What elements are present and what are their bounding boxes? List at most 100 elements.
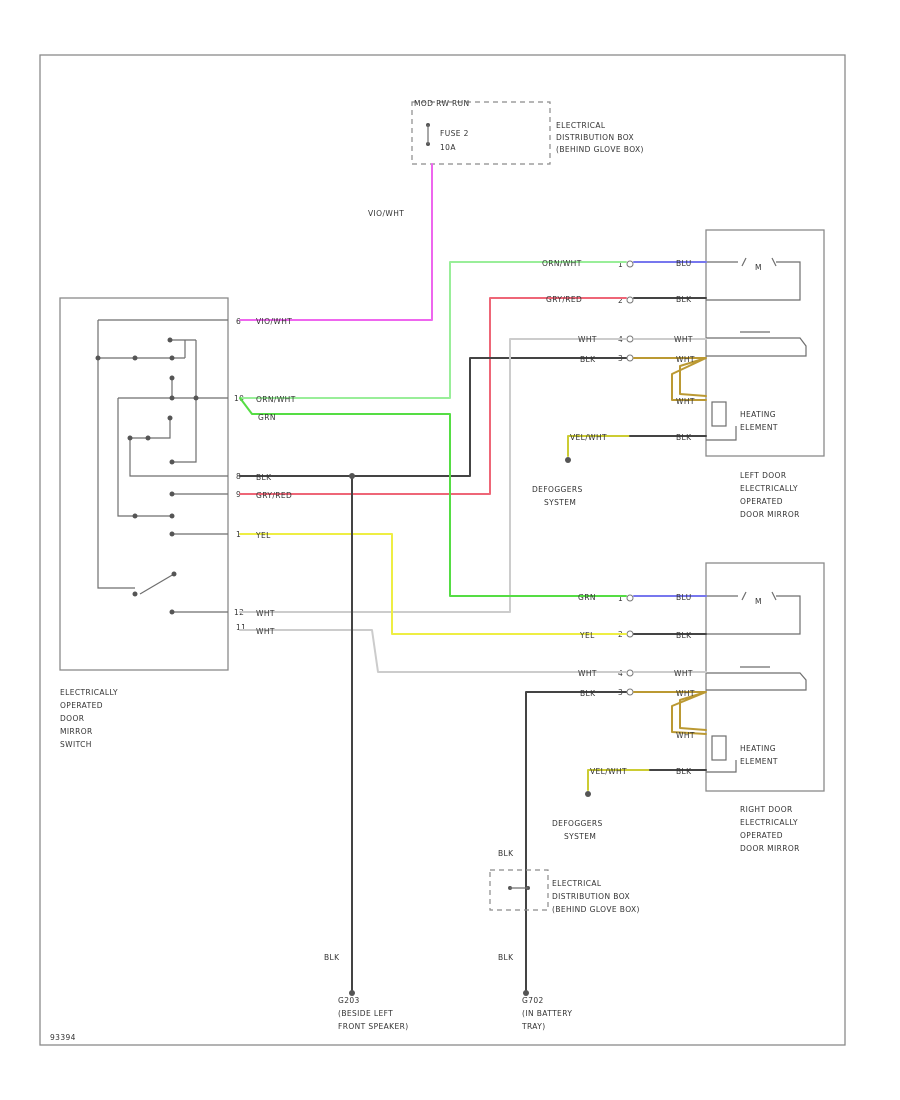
wire-wht-left [239, 338, 627, 613]
switch-label-4: MIRROR [60, 727, 93, 736]
wire-vio-wht [239, 163, 433, 321]
splice-dot [349, 473, 355, 479]
switch-pin: 9 [236, 490, 241, 499]
switch-label-3: DOOR [60, 714, 84, 723]
wire-label: BLK [256, 473, 272, 482]
dist-box-2-label-2: DISTRIBUTION BOX [552, 892, 630, 901]
wire-label: BLK [676, 767, 692, 776]
wire-label: WHT [674, 669, 693, 678]
wire-wht-right [239, 629, 627, 673]
wire-label: BLK [676, 295, 692, 304]
wires [239, 163, 707, 991]
right-mirror-label-2: ELECTRICALLY [740, 818, 798, 827]
left-heating-1: HEATING [740, 410, 776, 419]
wire-tan-right [633, 691, 707, 735]
wire-label: WHT [676, 689, 695, 698]
wire-label: GRN [578, 593, 596, 602]
ground-right-label-3: TRAY) [521, 1022, 546, 1031]
wire-label: VEL/WHT [570, 433, 607, 442]
figure-id: 93394 [50, 1033, 76, 1042]
wire-label: WHT [256, 609, 275, 618]
ground-dot-left [349, 990, 355, 996]
wire-vel-wht-left [567, 435, 631, 457]
defogger-dot-left [565, 457, 571, 463]
defogger-label-left-2: SYSTEM [544, 498, 576, 507]
wire-label: VEL/WHT [590, 767, 627, 776]
fuse-box-desc-3: (BEHIND GLOVE BOX) [556, 145, 644, 154]
wire-label: ORN/WHT [542, 259, 582, 268]
dist-box-2-label-1: ELECTRICAL [552, 879, 602, 888]
wire-label: VIO/WHT [256, 317, 292, 326]
left-mirror-label-2: ELECTRICALLY [740, 484, 798, 493]
wire-orn-wht [239, 261, 627, 399]
dist-box-2-label-3: (BEHIND GLOVE BOX) [552, 905, 640, 914]
left-mirror-pin: 2 [618, 296, 623, 305]
left-mirror-pin: 1 [618, 260, 623, 269]
switch-pin: 1 [236, 530, 241, 539]
defogger-label-right-2: SYSTEM [564, 832, 596, 841]
ground-dot-right [523, 990, 529, 996]
wire-label: GRY/RED [256, 491, 292, 500]
wire-label: WHT [256, 627, 275, 636]
wire-label: BLK [580, 355, 596, 364]
wire-label: VIO/WHT [368, 209, 404, 218]
wire-label: BLK [676, 433, 692, 442]
right-door-mirror: 1 2 4 3 M HEATING ELEMENT RIGHT DOOR ELE… [618, 562, 825, 853]
wire-label: YEL [579, 631, 595, 640]
wire-label: BLK [498, 953, 514, 962]
switch-pin: 11 [236, 623, 246, 632]
right-heating-1: HEATING [740, 744, 776, 753]
wire-label: ORN/WHT [256, 395, 296, 404]
left-heating-2: ELEMENT [740, 423, 778, 432]
fuse-box-desc-2: DISTRIBUTION BOX [556, 133, 634, 142]
left-mirror-label-4: DOOR MIRROR [740, 510, 800, 519]
motor-symbol: M [755, 263, 762, 272]
ground-right-label-2: (IN BATTERY [522, 1009, 572, 1018]
wire-label: BLK [580, 689, 596, 698]
wire-yel [239, 533, 627, 635]
wire-labels: VIO/WHT VIO/WHT ORN/WHT GRN BLK GRY/RED … [255, 209, 695, 962]
wire-label: WHT [676, 731, 695, 740]
wire-label: BLK [324, 953, 340, 962]
wire-blk-g702 [525, 691, 627, 991]
wire-label: GRY/RED [546, 295, 582, 304]
fuse-box: MOD RW RUN FUSE 2 10A ELECTRICAL DISTRIB… [411, 99, 644, 165]
wire-label: WHT [578, 335, 597, 344]
right-mirror-pin: 1 [618, 594, 623, 603]
ground-left-label-3: FRONT SPEAKER) [338, 1022, 409, 1031]
fuse-label: FUSE 2 [440, 129, 469, 138]
wire-label: WHT [674, 335, 693, 344]
right-mirror-label-4: DOOR MIRROR [740, 844, 800, 853]
switch-pin: 10 [234, 394, 244, 403]
wire-label: WHT [578, 669, 597, 678]
wire-label: YEL [255, 531, 271, 540]
mirror-switch: 6 10 8 9 1 12 11 ELECTRICALLY OPERATED D… [59, 297, 246, 749]
wire-label: GRN [258, 413, 276, 422]
switch-label-1: ELECTRICALLY [60, 688, 118, 697]
fuse-box-desc-1: ELECTRICAL [556, 121, 606, 130]
defogger-label-left-1: DEFOGGERS [532, 485, 583, 494]
left-mirror-label-1: LEFT DOOR [740, 471, 786, 480]
right-heating-2: ELEMENT [740, 757, 778, 766]
motor-symbol: M [755, 597, 762, 606]
wire-tan-left [633, 357, 707, 401]
defogger-dot-right [585, 791, 591, 797]
distribution-box-bottom: ELECTRICAL DISTRIBUTION BOX (BEHIND GLOV… [489, 869, 640, 914]
wire-label: WHT [676, 397, 695, 406]
fuse-box-hot-label: MOD RW RUN [414, 99, 470, 108]
switch-pin: 6 [236, 317, 241, 326]
wire-grn [239, 397, 627, 597]
ground-left-label-2: (BESIDE LEFT [338, 1009, 393, 1018]
right-mirror-pin: 4 [618, 669, 623, 678]
left-door-mirror: 1 2 4 3 M HEATING ELEMENT LEFT DOOR ELEC… [618, 229, 825, 519]
fuse-rating: 10A [440, 143, 456, 152]
diagram-frame [39, 54, 846, 1046]
wire-label: BLK [676, 631, 692, 640]
switch-pin: 12 [234, 608, 244, 617]
switch-label-2: OPERATED [60, 701, 103, 710]
wire-label: BLK [498, 849, 514, 858]
wire-vel-wht-right [587, 769, 651, 791]
right-mirror-label-3: OPERATED [740, 831, 783, 840]
switch-pin: 8 [236, 472, 241, 481]
